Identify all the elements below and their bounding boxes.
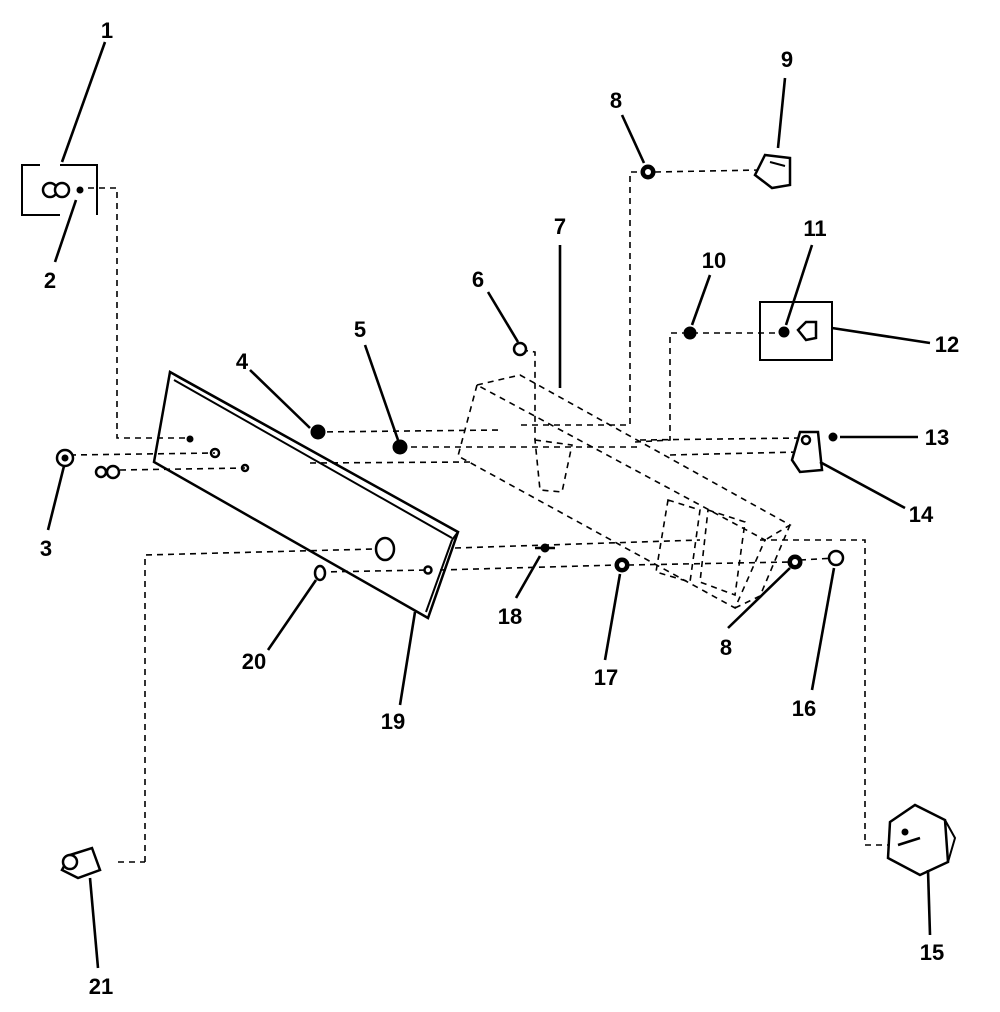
- callout-5: 5: [354, 317, 366, 342]
- callout-1: 1: [101, 18, 113, 43]
- part-8-grommet-bottom: [787, 554, 803, 570]
- callout-3: 3: [40, 536, 52, 561]
- part-7-console-housing: [457, 374, 792, 610]
- part-4-nut: [310, 424, 326, 440]
- part-16-bushing: [827, 549, 845, 567]
- callout-18: 18: [498, 604, 522, 629]
- leader-lines: [46, 41, 932, 969]
- callout-labels: 1 2 3 4 5 6 7 8 8 9 10 11 12 13 14 15 16…: [40, 18, 959, 999]
- callout-20: 20: [242, 649, 266, 674]
- callout-8-top: 8: [610, 88, 622, 113]
- callout-14: 14: [909, 502, 934, 527]
- part-13-pin: [828, 432, 838, 442]
- part-12-clip-inset: [759, 301, 833, 361]
- callout-10: 10: [702, 248, 726, 273]
- callout-21: 21: [89, 974, 113, 999]
- callout-19: 19: [381, 709, 405, 734]
- callout-8-bottom: 8: [720, 635, 732, 660]
- part-1-knob-inset: [21, 164, 98, 216]
- part-6-screw: [512, 341, 528, 357]
- part-10-clip: [683, 326, 697, 340]
- callout-11: 11: [803, 216, 826, 241]
- part-21-knob: [60, 846, 102, 880]
- callout-17: 17: [594, 665, 618, 690]
- callout-12: 12: [935, 332, 959, 357]
- part-17-nut: [614, 557, 630, 573]
- part-18-screw: [535, 543, 555, 553]
- callout-4: 4: [236, 349, 249, 374]
- callout-2: 2: [44, 268, 56, 293]
- part-19-control-panel: [152, 370, 460, 620]
- part-14-bracket: [790, 430, 824, 474]
- part-3b-screw: [94, 464, 121, 480]
- part-20-button: [313, 564, 327, 582]
- assembly-lines: [69, 169, 888, 863]
- part-15-timer-knob: [886, 803, 957, 877]
- callout-9: 9: [781, 47, 793, 72]
- part-5-nut: [392, 439, 408, 455]
- callout-6: 6: [472, 267, 484, 292]
- callout-13: 13: [925, 425, 949, 450]
- callout-7: 7: [554, 214, 566, 239]
- callout-16: 16: [792, 696, 816, 721]
- part-3-knob: [55, 448, 75, 468]
- part-9-switch: [753, 153, 792, 190]
- part-8-grommet-top: [640, 164, 656, 180]
- callout-15: 15: [920, 940, 944, 965]
